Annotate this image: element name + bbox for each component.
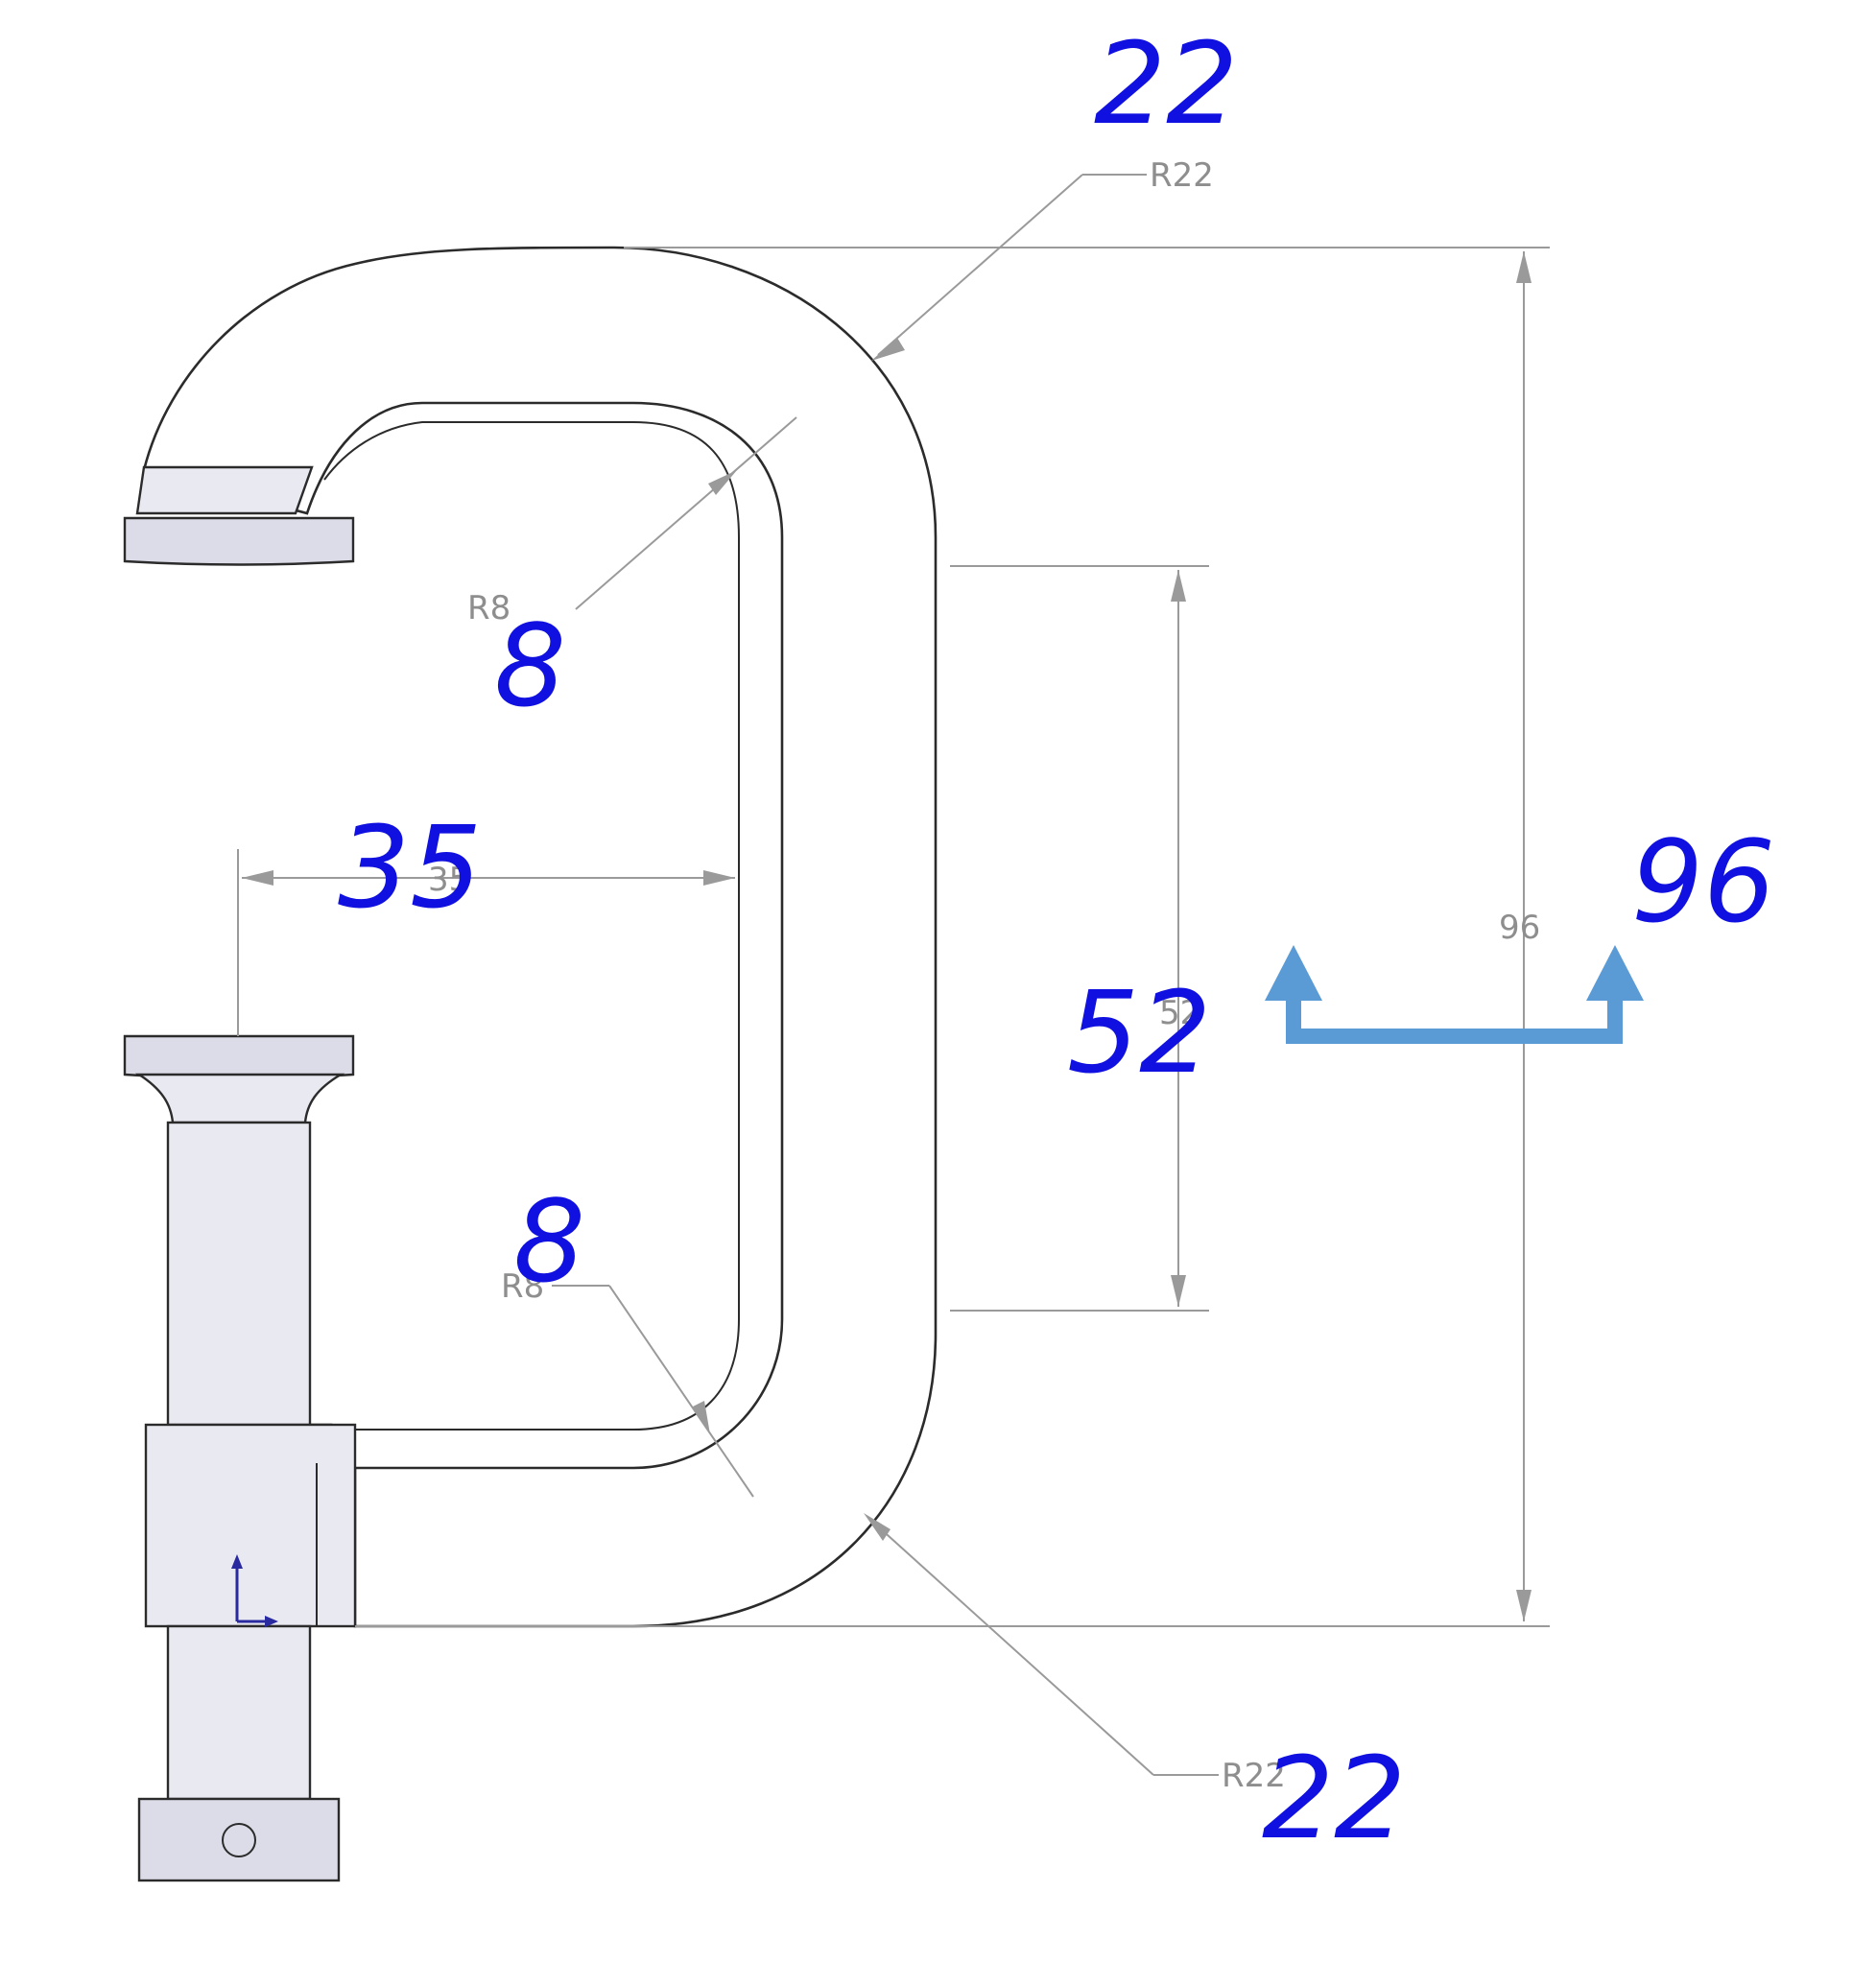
tommy-bar-hole [222,1823,256,1857]
handwritten-96: 96 [1631,816,1775,948]
dim-96-label: 96 [1499,909,1540,947]
r8-lower-leader-diag [608,1285,754,1498]
swivel-pad [123,1034,355,1080]
dim-35-label: 35 [428,861,469,899]
handwritten-35: 35 [338,801,482,934]
screw-shaft-upper [166,1121,312,1427]
top-jaw [123,465,355,566]
top-jaw-pad [123,516,355,566]
handwritten-notes: 22 8 35 8 52 96 22 [338,17,1775,1864]
dimensions: 96 52 35 R22 R8 R8 R22 [237,156,1550,1795]
r8-upper-label: R8 [467,589,511,627]
r8-lower-label: R8 [501,1267,544,1306]
handwritten-22-bottom: 22 [1262,1732,1406,1864]
handwritten-52: 52 [1067,966,1211,1099]
blue-arrow-left-icon [1265,945,1322,1001]
screw-handle-end [137,1797,341,1882]
r8-upper-leader [575,416,797,610]
axis-triad-icon [231,1554,278,1627]
blue-bracket-bar [1286,988,1623,1044]
r22-bottom-label: R22 [1222,1757,1286,1795]
r22-top-label: R22 [1150,156,1214,195]
screw-assembly [123,1034,357,1882]
dim-52-label: 52 [1159,994,1200,1032]
handwritten-8-lower: 8 [513,1175,585,1308]
swivel-neck [134,1073,345,1124]
r22-top-leader-diag [877,174,1083,356]
threaded-boss [144,1423,357,1628]
handwritten-8-upper: 8 [494,600,566,732]
screw-shaft-lower [166,1624,312,1801]
handwritten-22-top: 22 [1094,17,1238,150]
blue-annotation-arrows [1265,945,1644,1044]
c-frame-outer-edge [142,246,938,1628]
top-jaw-neck [135,465,314,515]
blue-arrow-right-icon [1586,945,1644,1001]
r22-bottom-leader-diag [867,1517,1154,1776]
